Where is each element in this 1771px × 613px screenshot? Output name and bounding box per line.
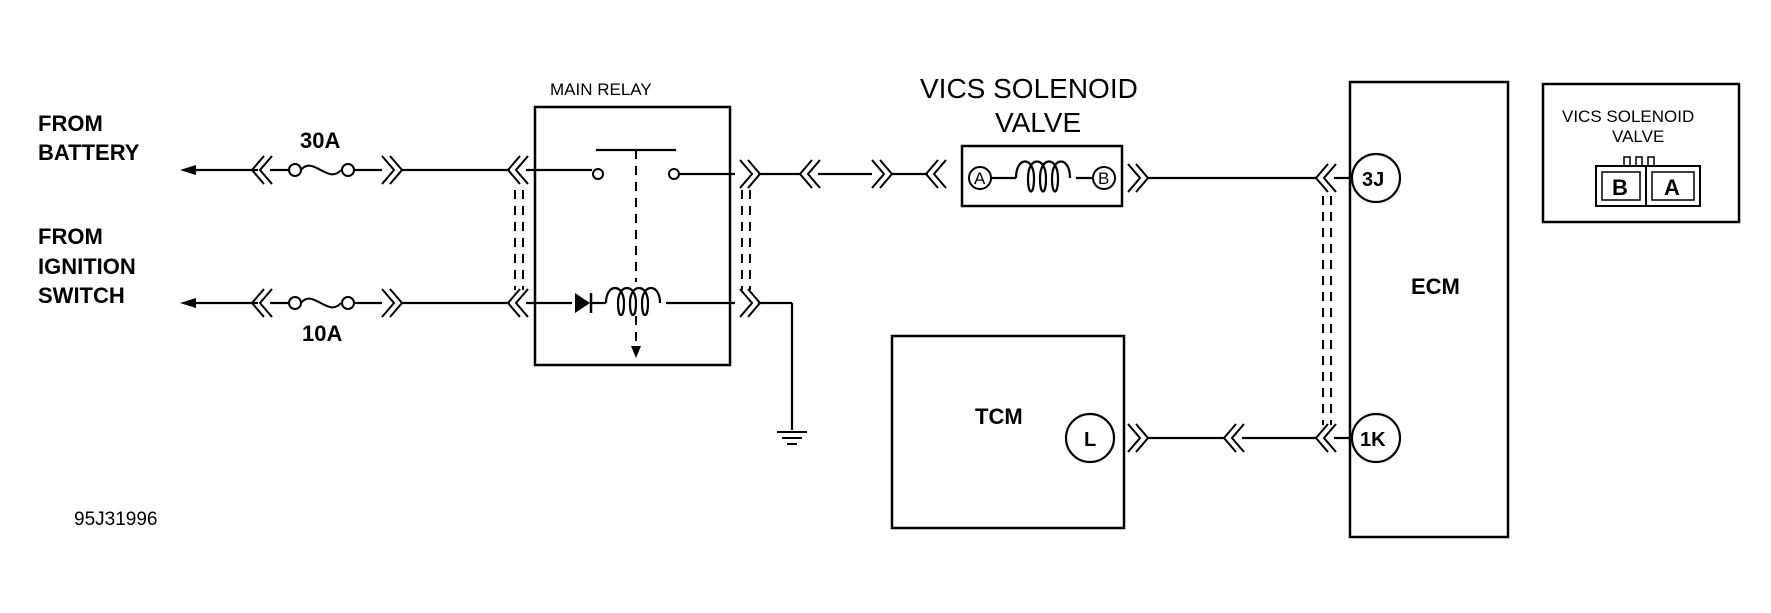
from-battery-label-line2: BATTERY	[38, 140, 140, 165]
ignition-arrow-icon	[180, 298, 196, 308]
fuse-10a-label: 10A	[302, 321, 342, 346]
relay-to-vics-wire	[739, 159, 947, 189]
from-battery-label-line1: FROM	[38, 111, 103, 136]
inset-title-line2: VALVE	[1612, 127, 1664, 146]
diode-icon	[575, 293, 593, 313]
vics-pin-a-label: A	[974, 169, 986, 188]
vics-coil-icon	[1014, 160, 1072, 193]
ecm-pin-1k-label: 1K	[1360, 429, 1386, 451]
tcm-label: TCM	[975, 404, 1023, 429]
inset-connector-body	[1595, 165, 1701, 207]
from-ignition-label-line1: FROM	[38, 224, 103, 249]
main-relay-label: MAIN RELAY	[550, 80, 652, 99]
ground-wire	[739, 288, 808, 445]
vics-to-ecm-wire	[1127, 163, 1350, 193]
vics-pin-b-label: B	[1098, 169, 1109, 188]
fuse-10a-icon	[288, 296, 355, 310]
ecm-module: 3J 1K	[1348, 80, 1510, 539]
connector-inset: VICS SOLENOID VALVE B A	[1541, 82, 1741, 224]
ecm-pin-3j-icon	[1350, 152, 1402, 204]
fuse-30a-icon	[288, 163, 355, 177]
vics-solenoid-valve: A B	[960, 144, 1124, 208]
vics-title-line1: VICS SOLENOID	[920, 73, 1138, 104]
tcm-pin-l-icon	[1064, 412, 1116, 464]
fuse-30a-label: 30A	[300, 128, 340, 153]
ignition-wire	[180, 288, 572, 318]
ecm-label: ECM	[1411, 274, 1460, 299]
inset-pin-b-label: B	[1612, 175, 1628, 200]
battery-arrow-icon	[180, 165, 196, 175]
from-ignition-label-line2: IGNITION	[38, 254, 136, 279]
ecm-pin-3j-label: 3J	[1362, 169, 1384, 191]
relay-coil-icon	[604, 286, 662, 317]
tcm-pin-l-label: L	[1084, 429, 1096, 451]
figure-code: 95J31996	[74, 509, 157, 530]
vics-title-line2: VALVE	[995, 107, 1081, 138]
vics-pin-b-icon	[1092, 166, 1116, 190]
ground-icon	[776, 431, 808, 445]
from-ignition-label-line3: SWITCH	[38, 283, 125, 308]
tcm-module: L	[890, 334, 1126, 530]
inset-title-line1: VICS SOLENOID	[1562, 107, 1694, 126]
battery-wire	[180, 155, 592, 185]
main-relay	[533, 105, 735, 367]
inset-pin-a-label: A	[1664, 175, 1680, 200]
tcm-to-ecm-wire	[1127, 423, 1352, 453]
